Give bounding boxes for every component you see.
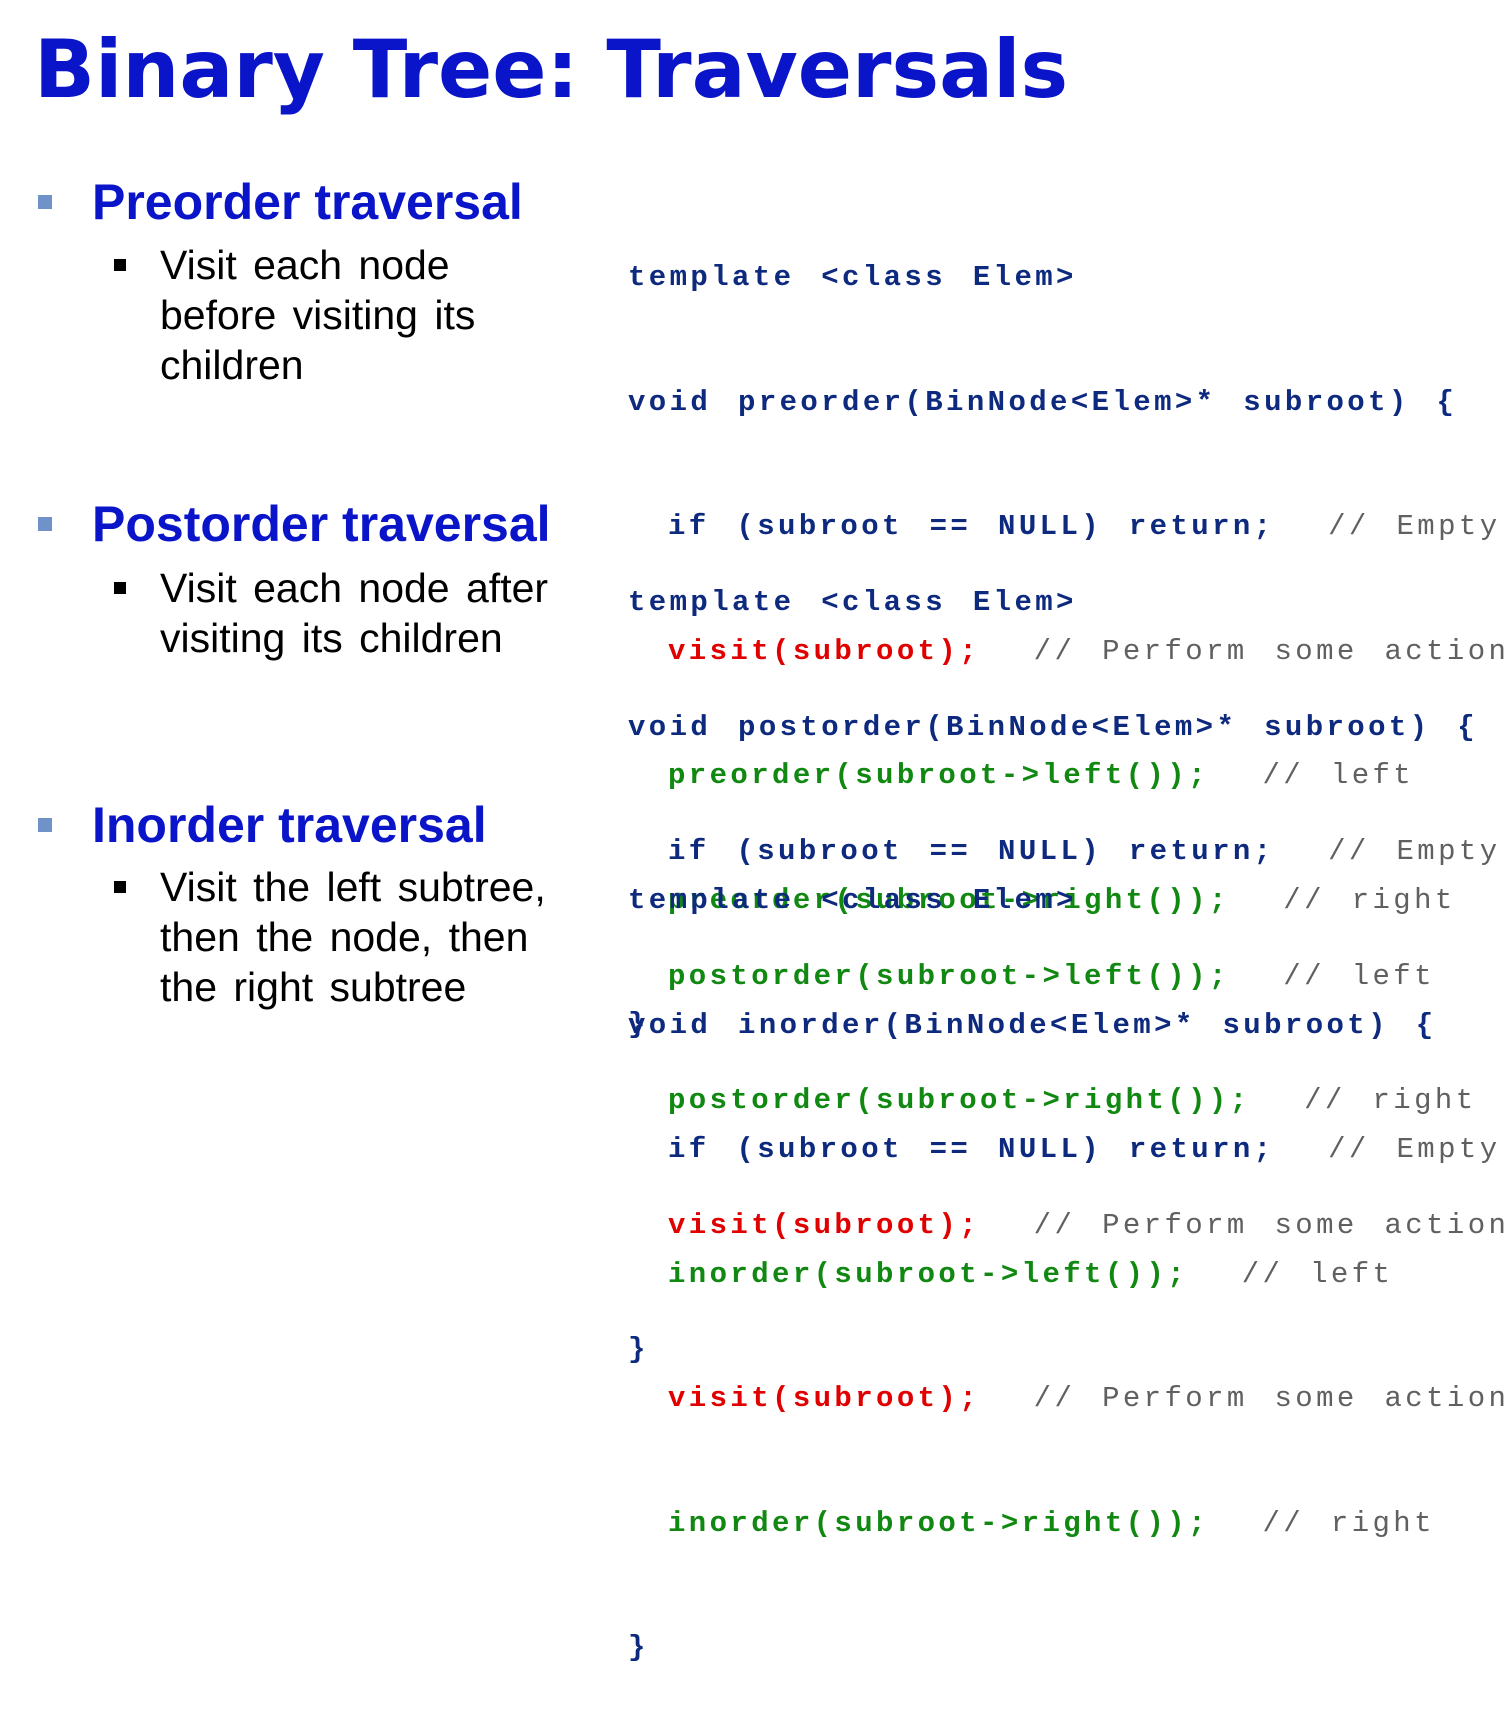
code-statement: visit(subroot); [668,1382,981,1415]
code-comment: // right [1283,883,1456,917]
bullet-square-icon [38,195,52,209]
section-description-postorder: Visit each node after visiting its child… [160,565,549,661]
code-statement: preorder(subroot->right()); [668,883,1230,917]
code-statement: visit(subroot); [668,634,981,668]
code-statement: inorder(subroot->right()); [668,1506,1209,1540]
section-description-preorder: Visit each node before visiting its chil… [160,242,476,388]
code-comment: // left [1283,959,1435,993]
code-line: if (subroot == NULL) return; // Empty [628,1129,1504,1171]
code-comment: // Empty [1328,510,1501,543]
code-template-line: template <class Elem> [628,586,1077,619]
code-block-inorder: template <class Elem> void inorder(BinNo… [628,797,1504,1710]
code-line: postorder(subroot->left()); // left [628,956,1504,998]
code-line: inorder(subroot->left()); // left [628,1254,1504,1296]
code-statement: preorder(subroot->left()); [668,759,1209,792]
code-block-preorder: template <class Elem> void preorder(BinN… [628,174,1504,1087]
code-comment: // Empty [1328,1133,1501,1166]
code-line: preorder(subroot->right()); // right [628,880,1504,922]
code-template-line: template <class Elem> [628,261,1077,294]
code-statement: if (subroot == NULL) return; [668,1133,1275,1166]
code-signature-line: void preorder(BinNode<Elem>* subroot) { [628,385,1458,419]
code-signature-line: void inorder(BinNode<Elem>* subroot) { [628,1008,1437,1042]
code-statement: if (subroot == NULL) return; [668,510,1275,543]
section-heading-postorder: Postorder traversal [92,496,551,552]
bullet-square-icon [38,818,52,832]
section-heading-preorder: Preorder traversal [92,174,523,230]
code-statement: if (subroot == NULL) return; [668,835,1275,868]
code-comment: // right [1262,1506,1435,1540]
code-comment: // Empty [1328,835,1501,868]
code-close-brace: } [628,1631,649,1664]
slide-title: Binary Tree: Traversals [34,23,1069,116]
code-statement: inorder(subroot->left()); [668,1257,1189,1291]
code-comment: // left [1241,1257,1394,1291]
code-close-brace: } [628,1008,649,1041]
code-line: preorder(subroot->left()); // left [628,755,1504,797]
section-description-inorder: Visit the left subtree, then the node, t… [160,864,546,1010]
sub-bullet-square-icon [114,259,126,271]
bullet-square-icon [38,517,52,531]
section-heading-inorder: Inorder traversal [92,797,487,853]
code-comment: // Perform some actions [1033,1382,1504,1415]
sub-bullet-square-icon [114,881,126,893]
code-line: if (subroot == NULL) return; // Empty [628,831,1504,873]
code-signature-line: void postorder(BinNode<Elem>* subroot) { [628,710,1479,744]
code-line: visit(subroot); // Perform some actions [628,631,1504,673]
code-line: inorder(subroot->right()); // right [628,1503,1504,1545]
sub-bullet-square-icon [114,582,126,594]
code-comment: // Perform some actions [1033,634,1504,668]
code-line: if (subroot == NULL) return; // Empty [628,506,1504,548]
code-template-line: template <class Elem> [628,884,1077,917]
code-statement: postorder(subroot->left()); [668,959,1230,993]
code-comment: // left [1262,759,1415,792]
code-line: visit(subroot); // Perform some actions [628,1378,1504,1420]
